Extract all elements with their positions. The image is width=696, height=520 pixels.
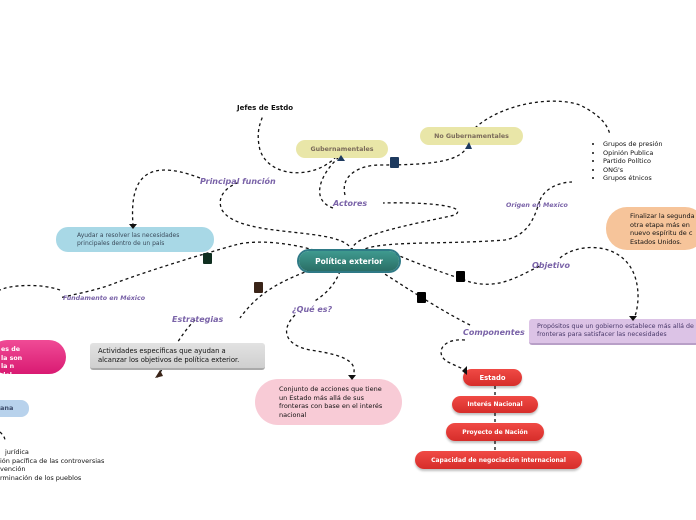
link-jefes (257, 114, 341, 174)
necesidades-node[interactable]: Ayudar a resolver las necesidades princi… (56, 227, 214, 252)
central-topic-label: Política exterior (315, 256, 383, 266)
link-fundamento (59, 241, 321, 299)
link-estrategias (239, 269, 311, 319)
connector-marker (254, 282, 263, 293)
link-propositos (559, 246, 639, 321)
link-actores (351, 202, 459, 252)
finalizar-node[interactable]: Finalizar la segunda otra etapa más en n… (606, 207, 696, 250)
fundamento-list-item[interactable]: ión pacífica de las controversias (0, 457, 105, 465)
componentes-label[interactable]: Componentes (463, 328, 525, 337)
grupos-item[interactable]: Partido Político (603, 157, 663, 166)
gubernamentales-node[interactable]: Gubernamentales (296, 140, 388, 158)
connector-marker (417, 292, 426, 303)
actividades-node[interactable]: Actividades específicas que ayudan a alc… (90, 343, 265, 370)
grupos-item[interactable]: Opinión Publica (603, 149, 663, 158)
objetivo-label[interactable]: Objetivo (532, 261, 570, 270)
grupos-item[interactable]: Grupos étnicos (603, 174, 663, 183)
actividades-text: Actividades específicas que ayudan a alc… (98, 347, 240, 364)
gubernamentales-label: Gubernamentales (310, 145, 374, 153)
fundamento-blue-node[interactable]: ana (0, 400, 29, 417)
fundamento-pink-node[interactable]: es de la son la n del país (0, 340, 66, 374)
link-necesidades (131, 169, 201, 226)
link-que-es (312, 270, 341, 303)
connector-marker (456, 271, 465, 282)
propositos-node[interactable]: Propósitos que un gobierno establece más… (529, 319, 696, 345)
link-finalizar (539, 181, 573, 201)
no-gubernamentales-label: No Gubernamentales (434, 132, 509, 140)
fundamento-label[interactable]: Fundamento en México (63, 295, 146, 302)
link-objetivo (394, 253, 541, 285)
actores-label[interactable]: Actores (333, 199, 368, 208)
componente-capacidad-negociacion[interactable]: Capacidad de negociación internacional (415, 451, 582, 469)
componente-interes-nacional[interactable]: Interés Nacional (452, 396, 538, 413)
link-origen (359, 199, 541, 252)
link-conjunto (285, 314, 355, 379)
necesidades-text: Ayudar a resolver las necesidades princi… (77, 232, 180, 247)
propositos-text: Propósitos que un gobierno establece más… (537, 323, 696, 338)
central-topic[interactable]: Política exterior (299, 251, 399, 271)
que-es-label[interactable]: ¿Qué es? (292, 305, 333, 314)
fundamento-list-item[interactable]: rminación de los pueblos (0, 474, 82, 482)
link-no-gubernamentales (343, 145, 469, 196)
link-left-list (0, 431, 6, 442)
conjunto-node[interactable]: Conjunto de acciones que tiene un Estado… (255, 379, 402, 425)
fundamento-blue-text: ana (0, 404, 14, 412)
origen-label[interactable]: Origen en Mexico (506, 202, 568, 209)
estrategias-label[interactable]: Estrategias (172, 315, 224, 324)
fundamento-list-item[interactable]: vención (0, 465, 26, 473)
grupos-item[interactable]: ONG's (603, 166, 663, 175)
fundamento-pink-text: es de la son la n del país (1, 346, 23, 374)
componente-label: Estado (479, 373, 506, 382)
principal-funcion-label[interactable]: Principal función (200, 177, 276, 186)
link-principal-funcion (219, 181, 353, 252)
componente-label: Interés Nacional (467, 401, 523, 408)
componente-estado[interactable]: Estado (463, 369, 522, 386)
componente-label: Proyecto de Nación (462, 428, 528, 436)
componente-proyecto-nacion[interactable]: Proyecto de Nación (446, 423, 544, 441)
grupos-list: Grupos de presión Opinión Publica Partid… (583, 140, 663, 183)
no-gubernamentales-node[interactable]: No Gubernamentales (420, 127, 523, 145)
link-gubernamentales (319, 157, 339, 209)
componente-label: Capacidad de negociación internacional (431, 456, 566, 464)
link-fundamento-left (0, 284, 61, 291)
connector-marker (203, 253, 212, 264)
jefes-de-estado-text[interactable]: Jefes de Estdo (237, 104, 294, 112)
finalizar-text: Finalizar la segunda otra etapa más en n… (630, 212, 695, 246)
link-estado (440, 339, 471, 376)
fundamento-list-item[interactable]: jurídica (5, 448, 29, 456)
connector-marker (390, 157, 399, 168)
grupos-item[interactable]: Grupos de presión (603, 140, 663, 149)
conjunto-text: Conjunto de acciones que tiene un Estado… (279, 385, 383, 419)
